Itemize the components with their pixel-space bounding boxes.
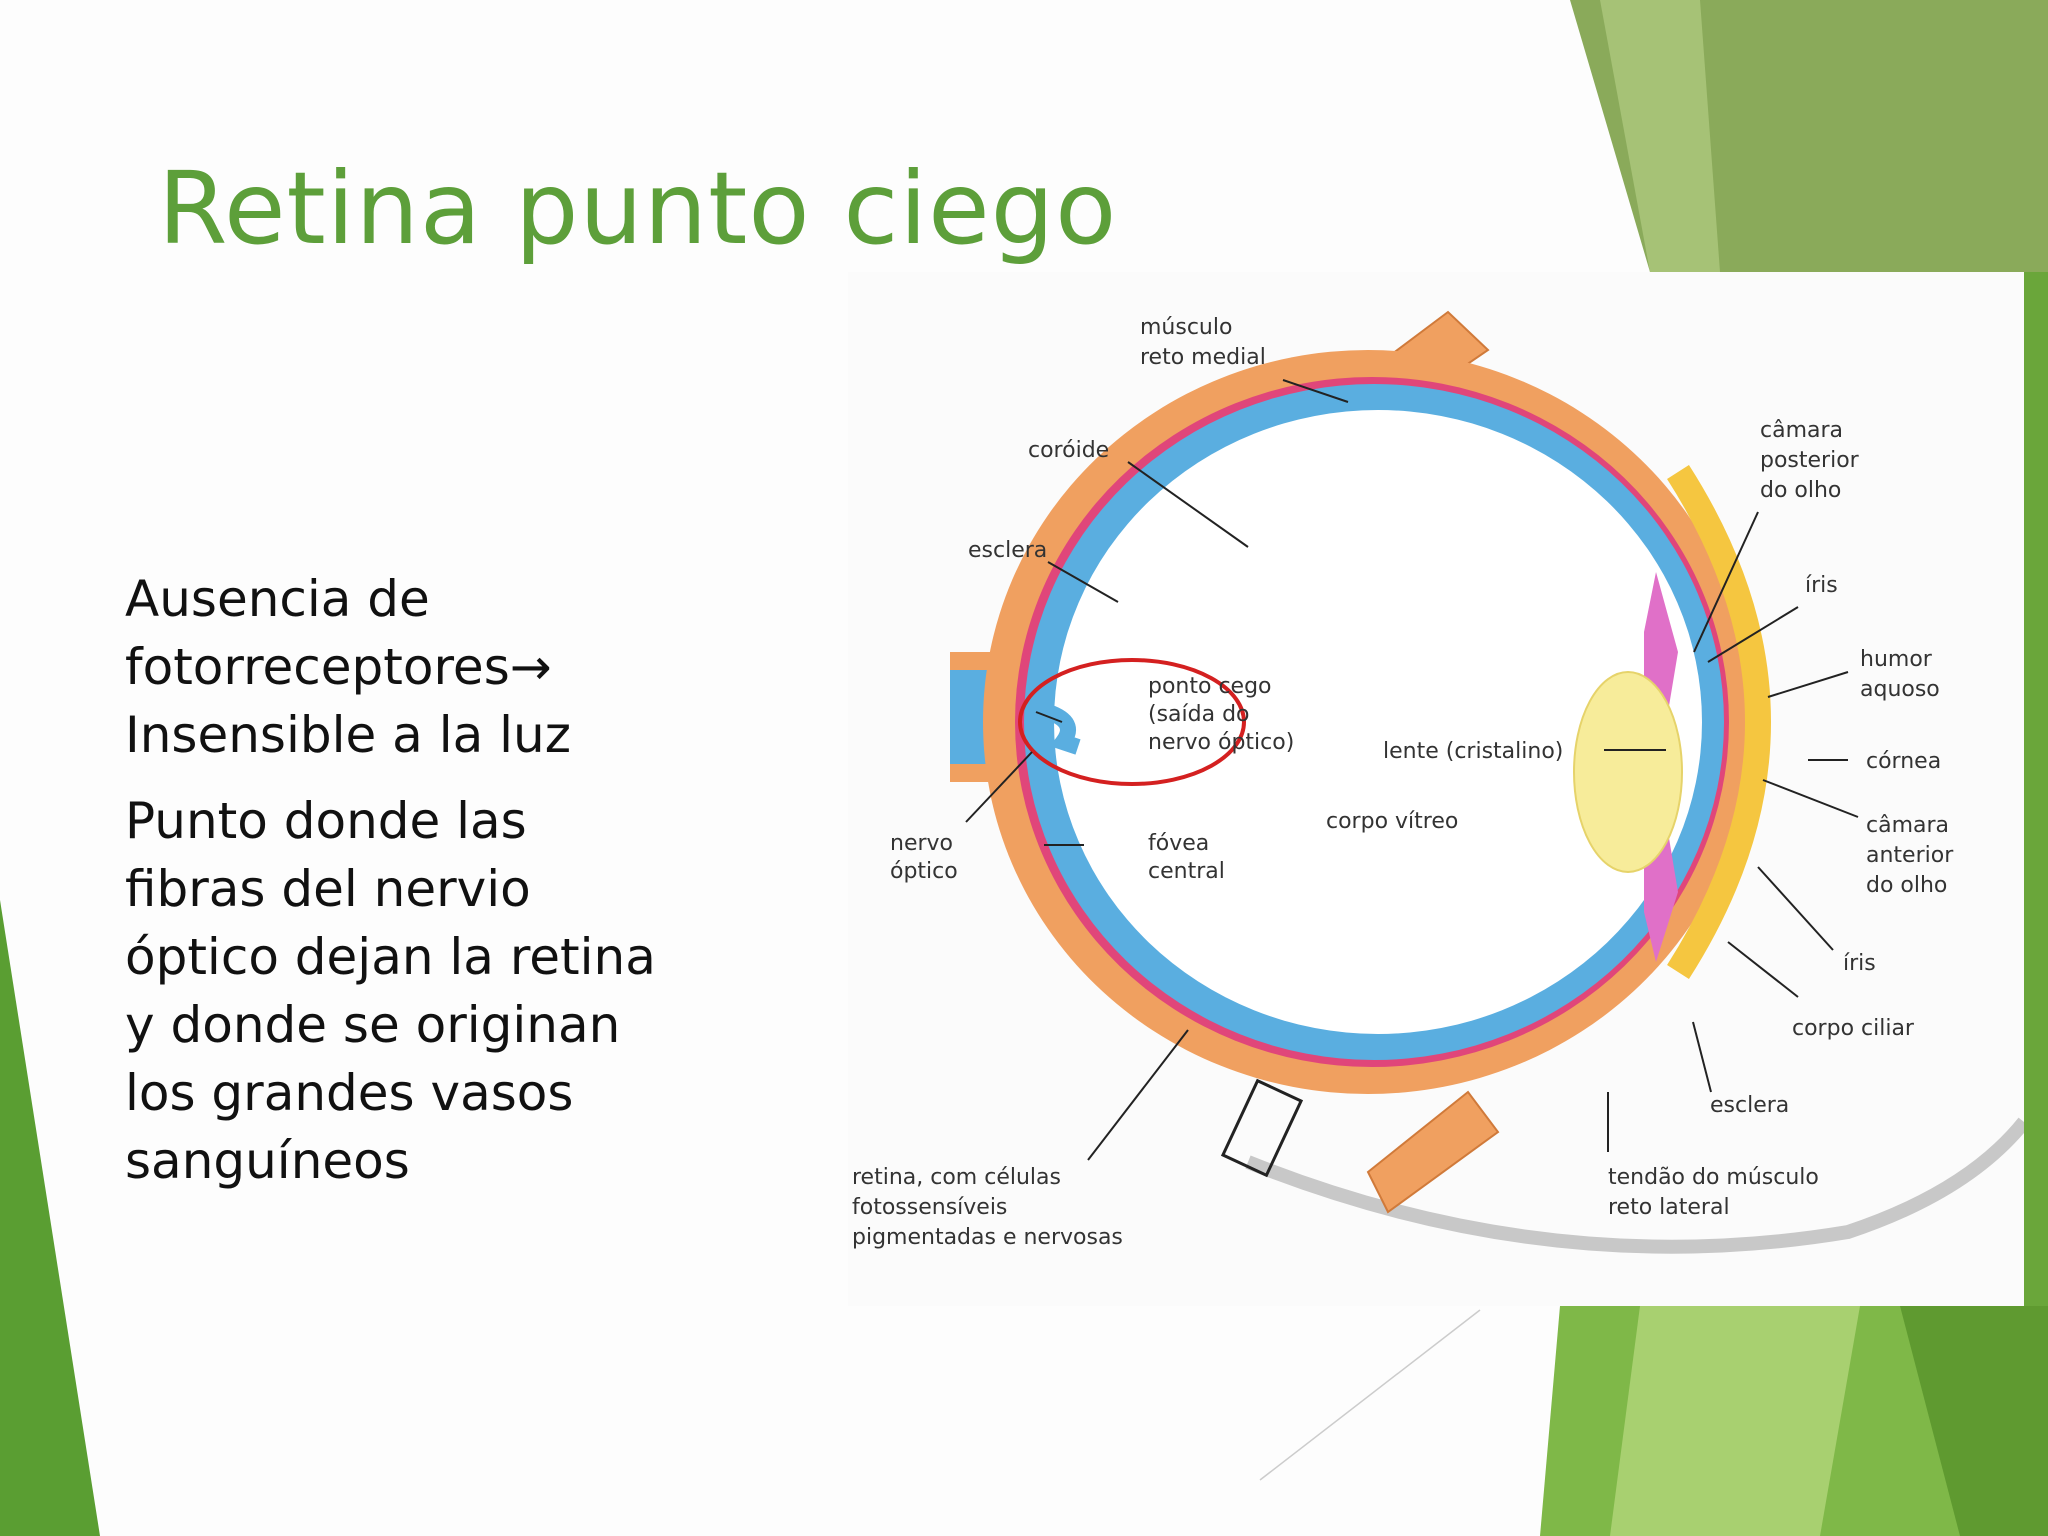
bg-green-bottom-right-light: [1610, 1306, 1860, 1536]
bullet-line: fotorreceptores→: [125, 638, 552, 696]
label-lente: lente (cristalino): [1383, 739, 1563, 764]
reto-lateral-muscle: [1366, 1090, 1500, 1214]
blind-spot-highlight: [1018, 658, 1246, 786]
leader-esclera-top: [1047, 561, 1119, 603]
bg-green-right-strip: [2024, 272, 2048, 1306]
bullet-line: fibras del nervio: [125, 860, 531, 918]
leader-camara-post: [1693, 511, 1759, 653]
leader-iris-bottom: [1757, 866, 1834, 951]
bullet-line: Ausencia de: [125, 570, 430, 628]
label-iris-bottom: íris: [1843, 951, 1876, 976]
bg-green-top-right-light: [1600, 0, 1720, 272]
label-corpo-ciliar: corpo ciliar: [1792, 1016, 1915, 1041]
bullet-list: Ausencia de fotorreceptores→ Insensible …: [125, 565, 725, 1213]
leader-musculo: [1282, 379, 1349, 403]
bullet-line: Insensible a la luz: [125, 706, 571, 764]
bullet-line: Punto donde las: [125, 792, 527, 850]
leader-humor: [1767, 671, 1849, 698]
leader-retina: [1087, 1029, 1189, 1161]
bullet-line: óptico dejan la retina: [125, 928, 656, 986]
bullet-paragraph-1: Ausencia de fotorreceptores→ Insensible …: [125, 565, 725, 769]
bullet-line: sanguíneos: [125, 1132, 410, 1190]
label-esclera-bottom: esclera: [1710, 1093, 1789, 1118]
leader-nervo-optico: [965, 751, 1033, 823]
bullet-line: y donde se originan: [125, 996, 621, 1054]
leader-camara-ant: [1762, 779, 1859, 818]
optic-disc: [1045, 704, 1081, 755]
bullet-line: los grandes vasos: [125, 1064, 574, 1122]
leader-esclera-bottom: [1692, 1021, 1712, 1093]
bullet-paragraph-2: Punto donde las fibras del nervio óptico…: [125, 787, 725, 1195]
vitreous-body: [1054, 410, 1702, 1034]
lens: [1573, 671, 1683, 873]
label-iris-top: íris: [1805, 573, 1838, 598]
leader-coroide: [1127, 461, 1249, 548]
bg-thin-line: [1259, 1309, 1481, 1481]
retina-detail-box: [1220, 1078, 1304, 1178]
label-corpo-vitreo: corpo vítreo: [1326, 809, 1458, 834]
label-coroide: coróide: [1028, 438, 1109, 463]
leader-corpo-ciliar: [1727, 941, 1799, 998]
label-esclera-top: esclera: [968, 538, 1047, 563]
cornea: [1667, 464, 1771, 980]
label-cornea: córnea: [1866, 749, 1941, 774]
leader-ponto-cego: [1035, 711, 1063, 723]
bg-green-left-bar: [0, 900, 100, 1536]
grey-arc: [1245, 1117, 2024, 1254]
leader-iris-top: [1707, 606, 1799, 663]
slide-title: Retina punto ciego: [158, 150, 1118, 267]
bg-green-bottom-right-dark: [1900, 1306, 2048, 1536]
iris-top: [1644, 572, 1678, 712]
iris-bottom: [1644, 832, 1678, 962]
